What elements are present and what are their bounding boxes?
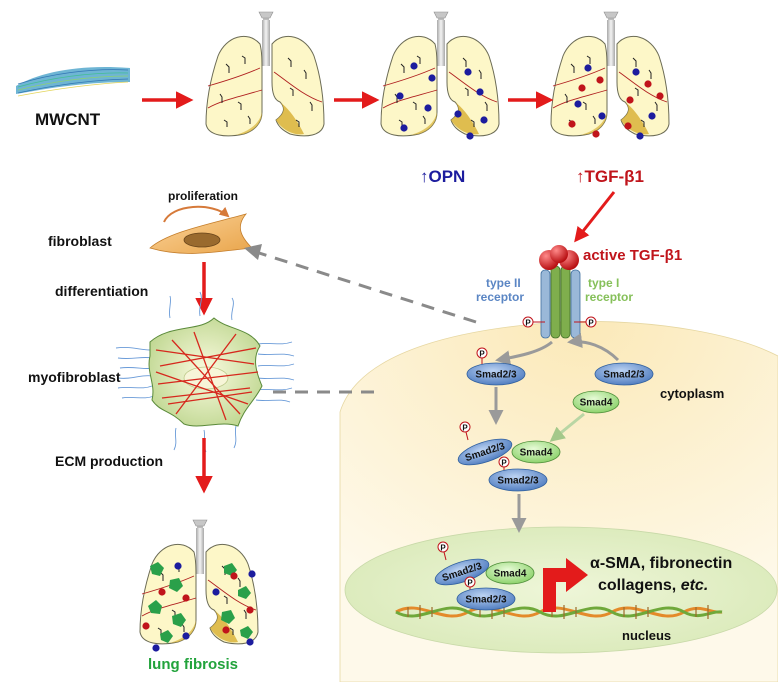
arrow-smad4-to-complex — [549, 412, 585, 442]
ecm-production-label: ECM production — [55, 453, 163, 469]
smad-complex-nucleus: P Smad2/3 Smad4 P Smad2/3 — [434, 541, 535, 611]
lung-opn-icon — [380, 11, 500, 137]
arrow-receptor-to-smad-left — [495, 340, 553, 366]
arrow-smad-right-to-receptor — [567, 333, 620, 362]
myofibroblast-cell-icon — [115, 291, 295, 453]
proliferation-arrow-icon — [163, 205, 230, 223]
dashed-arrowhead-fibroblast — [244, 244, 262, 260]
opn-dots — [396, 62, 488, 140]
proliferation-label: proliferation — [168, 189, 238, 203]
arrow-tgf-to-receptor — [574, 191, 616, 243]
mwcnt-nanotube-icon — [16, 66, 130, 97]
fibrosis-lesions — [142, 562, 256, 652]
smad23-label: Smad2/3 — [465, 595, 507, 606]
phospho-label: P — [588, 319, 594, 328]
smad23-unphospho-cytoplasm: Smad2/3 — [594, 362, 654, 386]
smad4-label: Smad4 — [494, 569, 527, 580]
smad23-label: Smad2/3 — [603, 370, 645, 381]
phospho-label: P — [525, 319, 531, 328]
transcription-arrow-icon — [543, 558, 588, 612]
type1-receptor-line2: receptor — [585, 290, 633, 304]
smad23-label: Smad2/3 — [475, 370, 517, 381]
cytoplasm-label: cytoplasm — [660, 386, 724, 401]
fibroblast-cell-icon — [149, 213, 253, 254]
phospho-label: P — [440, 544, 446, 553]
type2-receptor-line2: receptor — [476, 290, 524, 304]
lung-fibrosis-icon — [139, 519, 259, 645]
mwcnt-label: MWCNT — [35, 110, 101, 129]
receptor-phospho-left: P — [522, 316, 545, 328]
phospho-label: P — [479, 350, 485, 359]
dashed-receptor-to-fibroblast — [255, 250, 477, 324]
fibroblast-label: fibroblast — [48, 233, 112, 249]
opn-label: ↑OPN — [420, 167, 465, 186]
active-tgf-label: active TGF-β1 — [583, 247, 682, 264]
lung-healthy-icon — [205, 11, 325, 137]
type1-receptor-line1: type I — [588, 276, 619, 290]
smad4-label: Smad4 — [580, 398, 613, 409]
smad4-cytoplasm: Smad4 — [572, 390, 620, 414]
receptor-phospho-right: P — [574, 316, 597, 328]
tgf-lung-dots — [568, 64, 664, 140]
type2-receptor-line1: type II — [486, 276, 521, 290]
differentiation-label: differentiation — [55, 283, 148, 299]
nucleus-region — [344, 526, 778, 654]
target-genes-line1: α-SMA, fibronectin — [590, 555, 732, 572]
smad23-phospho-cytoplasm: P Smad2/3 — [466, 347, 526, 386]
target-genes-prefix: collagens, — [598, 577, 681, 594]
myofibroblast-label: myofibroblast — [28, 369, 121, 385]
phospho-label: P — [467, 579, 473, 588]
target-genes-etc: etc. — [681, 577, 709, 594]
smad4-label: Smad4 — [520, 448, 553, 459]
smad-complex-cytoplasm: P Smad2/3 Smad4 P Smad2/3 — [457, 421, 561, 492]
nucleus-label: nucleus — [622, 628, 671, 643]
phospho-label: P — [501, 459, 507, 468]
tgf-receptor-icon — [540, 265, 581, 339]
dna-helix-icon — [395, 605, 723, 619]
tgf-label: ↑TGF-β1 — [576, 167, 644, 186]
phospho-label: P — [462, 424, 468, 433]
lung-fibrosis-label: lung fibrosis — [148, 656, 238, 673]
active-tgf-ligand-icon — [539, 245, 579, 270]
target-genes-line2: collagens, etc. — [598, 577, 708, 594]
smad23-label: Smad2/3 — [497, 476, 539, 487]
